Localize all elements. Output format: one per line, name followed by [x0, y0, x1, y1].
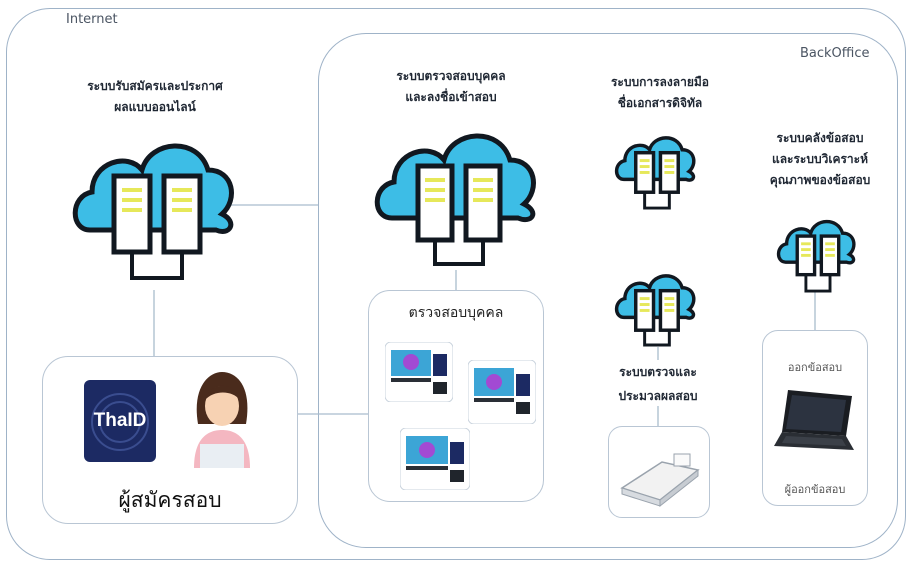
verification-cloud-server-icon — [374, 133, 536, 266]
exambank-title-line2: และระบบวิเคราะห์ — [771, 152, 869, 166]
grading-system-title: ระบบตรวจและ ประมวลผลสอบ — [592, 360, 724, 408]
exam-issue-label: ออกข้อสอบ — [787, 361, 843, 374]
verification-system-title: ระบบตรวจสอบบุคคล และลงชื่อเข้าสอบ — [366, 66, 536, 108]
thaid-emblem — [91, 393, 149, 451]
grading-title-line2: ประมวลผลสอบ — [618, 389, 698, 403]
verification-title-line1: ระบบตรวจสอบบุคคล — [396, 69, 506, 83]
exambank-title-line3: คุณภาพของข้อสอบ — [769, 173, 871, 187]
applicant-avatar-icon — [194, 372, 250, 468]
backoffice-zone — [318, 33, 898, 548]
exambank-cloud-server-icon — [776, 219, 856, 293]
exam-issuer-label: ผู้ออกข้อสอบ — [784, 483, 846, 496]
signature-cloud-server-icon — [614, 136, 696, 210]
exambank-system-title: ระบบคลังข้อสอบ และระบบวิเคราะห์ คุณภาพขอ… — [750, 128, 890, 191]
grading-title-line1: ระบบตรวจและ — [619, 365, 697, 379]
registration-title-line1: ระบบรับสมัครและประกาศ — [87, 79, 223, 93]
person-check-label: ตรวจสอบบุคคล — [408, 305, 504, 321]
laptop-icon — [385, 342, 453, 402]
laptop-icon — [400, 428, 470, 490]
grading-cloud-server-icon — [614, 274, 696, 347]
thaid-logo-icon: ThaID — [84, 380, 156, 462]
thaid-logo-text: ThaID — [93, 410, 147, 431]
signature-title-line1: ระบบการลงลายมือ — [610, 75, 710, 89]
laptop-icon — [774, 390, 854, 450]
internet-zone — [6, 8, 906, 560]
signature-system-title: ระบบการลงลายมือ ชื่อเอกสารดิจิทัล — [585, 72, 735, 114]
scanner-icon — [620, 453, 700, 508]
registration-system-title: ระบบรับสมัครและประกาศ ผลแบบออนไลน์ — [60, 76, 250, 118]
registration-title-line2: ผลแบบออนไลน์ — [114, 100, 196, 114]
verification-title-line2: และลงชื่อเข้าสอบ — [405, 90, 497, 104]
registration-cloud-server-icon — [72, 143, 234, 280]
internet-zone-label: Internet — [66, 12, 118, 27]
applicant-label: ผู้สมัครสอบ — [118, 488, 222, 512]
exambank-title-line1: ระบบคลังข้อสอบ — [776, 131, 864, 145]
backoffice-zone-label: BackOffice — [800, 46, 870, 61]
laptop-icon — [468, 360, 536, 424]
signature-title-line2: ชื่อเอกสารดิจิทัล — [617, 96, 703, 110]
